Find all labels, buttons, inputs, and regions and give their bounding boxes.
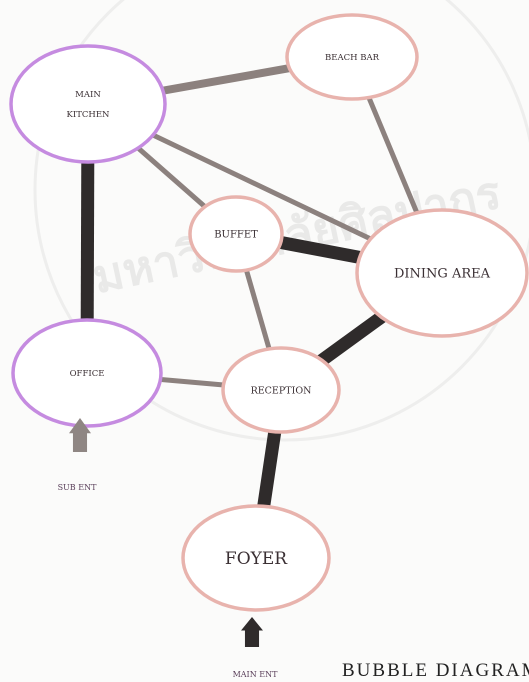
bubble-outline <box>355 208 529 338</box>
watermark-seal-ring <box>33 0 529 442</box>
bubble-label: RECEPTION <box>251 385 312 396</box>
bubble-outline <box>11 318 163 428</box>
bubble-outline <box>285 13 419 101</box>
bubble-label: OFFICE <box>70 369 105 379</box>
bubble-label: FOYER <box>225 549 288 569</box>
bubble-reception: RECEPTION <box>221 346 341 434</box>
nodes-layer: MAIN KITCHEN BEACH BAR BUFFET DINING AREA OFF… <box>9 13 529 612</box>
up-arrow-icon <box>241 617 263 647</box>
bubble-label: DINING AREA <box>394 267 491 282</box>
bubble-beach-bar: BEACH BAR <box>285 13 419 101</box>
entrance-label: SUB ENT <box>58 483 97 492</box>
bubble-foyer: FOYER <box>181 504 331 612</box>
bubble-label: MAIN <box>75 90 101 100</box>
bubble-label: BUFFET <box>214 230 258 241</box>
bubble-buffet: BUFFET <box>188 195 284 273</box>
diagram-title: BUBBLE DIAGRAM <box>342 660 529 681</box>
bubble-main-kitchen: MAIN KITCHEN <box>9 44 167 164</box>
bubble-dining-area: DINING AREA <box>355 208 529 338</box>
bubble-outline <box>9 44 167 164</box>
entrances-layer: SUB ENT MAIN ENT <box>58 418 278 679</box>
bubble-outline <box>181 504 331 612</box>
entrance-label: MAIN ENT <box>233 670 279 679</box>
bubble-label: KITCHEN <box>67 110 110 120</box>
bubble-office: OFFICE <box>11 318 163 428</box>
entrance-sub-ent: SUB ENT <box>58 418 97 492</box>
up-arrow-icon <box>69 418 91 452</box>
bubble-label: BEACH BAR <box>325 53 380 63</box>
entrance-main-ent: MAIN ENT <box>233 617 279 679</box>
bubble-outline <box>188 195 284 273</box>
bubble-outline <box>221 346 341 434</box>
